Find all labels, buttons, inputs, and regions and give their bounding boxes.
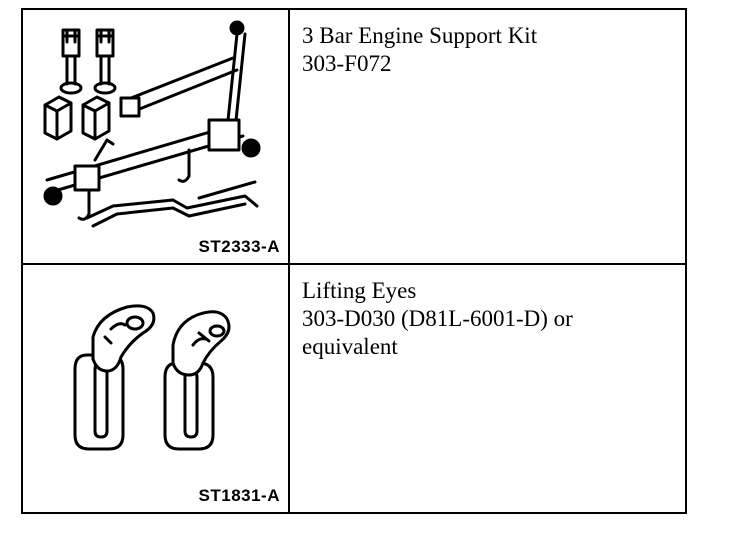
engine-support-kit-illustration: [43, 20, 261, 228]
engine-support-kit-cell: ST2333-A: [23, 10, 288, 263]
tool-name: 3 Bar Engine Support Kit: [302, 23, 538, 48]
tool-number-alt: equivalent: [302, 334, 398, 359]
figure-label: ST2333-A: [198, 237, 280, 256]
tool-number: 303-D030 (D81L-6001-D) or: [302, 306, 573, 331]
lifting-eyes-description: Lifting Eyes 303-D030 (D81L-6001-D) or e…: [290, 265, 685, 512]
lifting-eyes-cell: ST1831-A: [23, 265, 288, 512]
figure-label: ST1831-A: [198, 486, 280, 505]
tool-number: 303-F072: [302, 51, 392, 76]
lifting-eyes-illustration: [73, 304, 231, 451]
row-divider: [23, 263, 685, 265]
special-tool-table: ST2333-A 3 Bar Engine Support Kit 303-F0…: [21, 8, 687, 514]
tool-name: Lifting Eyes: [302, 278, 417, 303]
column-divider: [288, 10, 290, 512]
engine-support-kit-description: 3 Bar Engine Support Kit 303-F072: [290, 10, 685, 263]
